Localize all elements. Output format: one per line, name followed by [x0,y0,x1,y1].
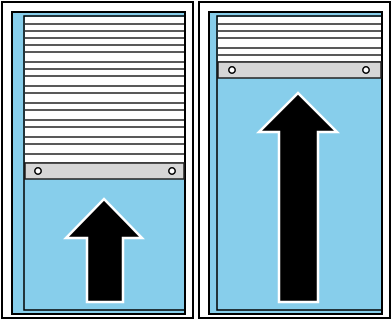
right-shutter-curtain [218,17,381,63]
left-window-panel [1,1,194,319]
right-bottom-rail [217,61,382,79]
left-rail-screw-left [34,167,42,175]
left-bottom-rail [24,162,185,180]
arrow-up-icon [255,91,341,304]
right-inner-border [216,15,383,311]
right-rail-screw-right [362,66,370,74]
right-window-panel [198,1,391,319]
left-rail-screw-right [168,167,176,175]
arrow-up-icon [63,197,145,304]
left-inner-border [23,15,186,311]
right-rail-screw-left [228,66,236,74]
left-shutter-curtain [25,17,184,164]
